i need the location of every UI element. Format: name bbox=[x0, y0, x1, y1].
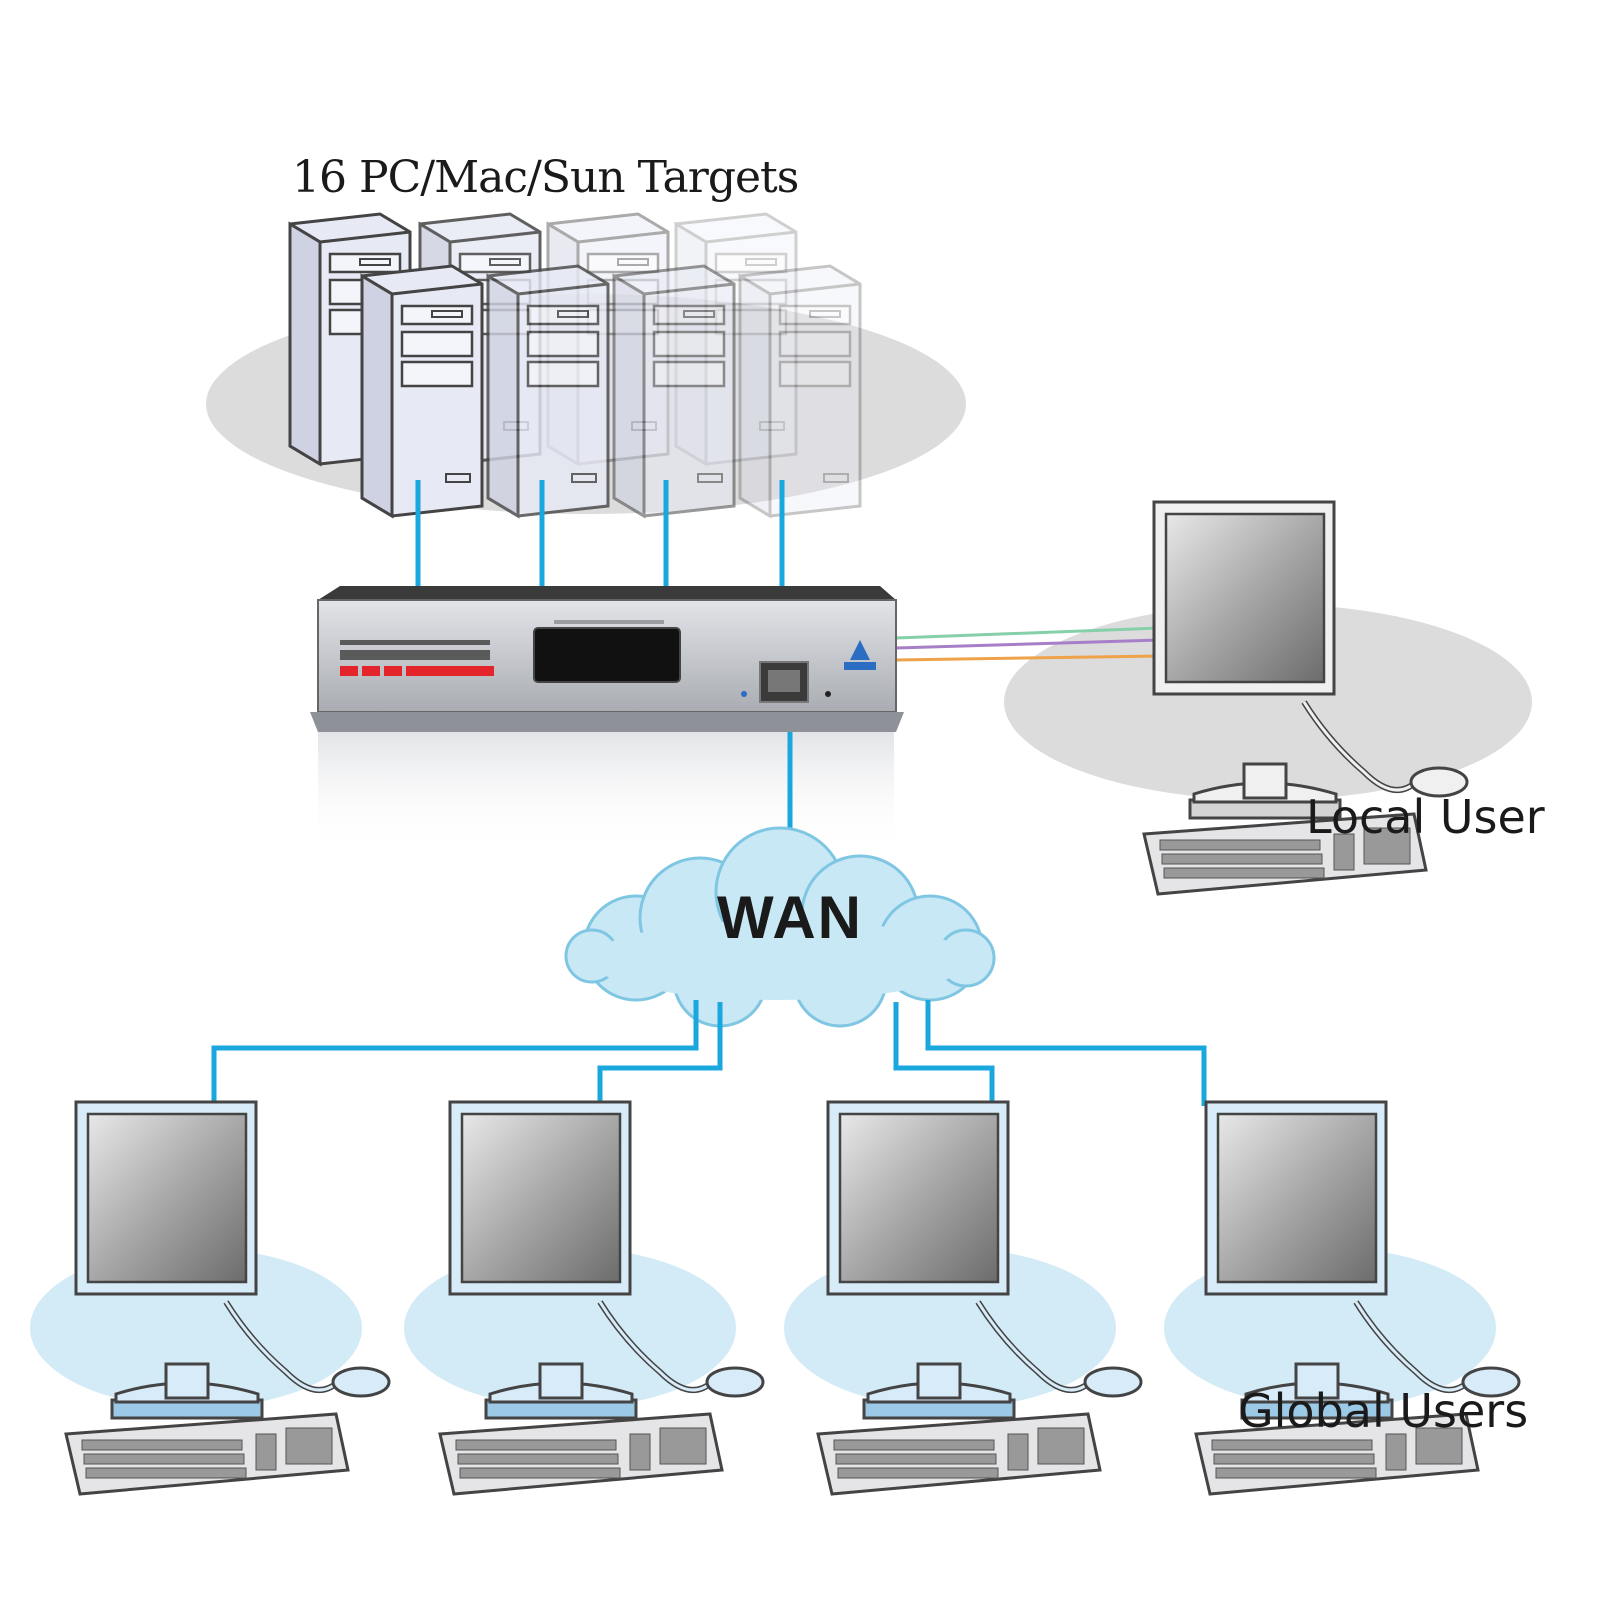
target-cables bbox=[415, 480, 785, 590]
cloud-icon bbox=[564, 826, 996, 1028]
server-tower-icon bbox=[738, 264, 862, 518]
server-tower-icon bbox=[360, 264, 484, 518]
global-users-label: Global Users bbox=[1238, 1384, 1529, 1438]
server-tower-icon bbox=[612, 264, 736, 518]
targets-label: 16 PC/Mac/Sun Targets bbox=[292, 152, 799, 203]
network-label: WAN bbox=[717, 884, 863, 951]
global-cables bbox=[211, 1000, 1207, 1106]
server-tower-icon bbox=[486, 264, 610, 518]
switch-display bbox=[533, 627, 681, 683]
brand-logo-icon bbox=[850, 640, 870, 660]
local-user-label: Local User bbox=[1306, 790, 1545, 844]
local-user-platform bbox=[1004, 604, 1532, 800]
kvm-switch-icon bbox=[310, 586, 904, 732]
local-cables bbox=[895, 626, 1161, 662]
